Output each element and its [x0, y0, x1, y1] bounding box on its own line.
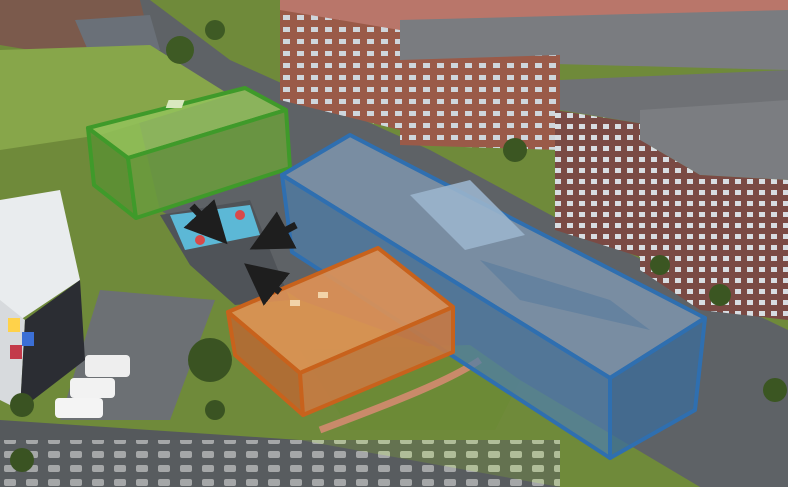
court-marking: [235, 210, 245, 220]
dark-brick-facade: [700, 175, 788, 320]
tree: [763, 378, 787, 402]
parking-cars: [0, 440, 560, 487]
arrow-from-blue-building: [249, 211, 298, 250]
tree: [10, 448, 34, 472]
tree: [10, 393, 34, 417]
tree: [650, 255, 670, 275]
green-building-overlay: [86, 86, 292, 220]
facade-panel: [10, 345, 22, 359]
arrow-from-orange-building: [244, 263, 290, 306]
white-building-glass: [20, 280, 85, 410]
ambulance: [55, 398, 103, 418]
white-building-roof: [0, 190, 80, 320]
white-van: [70, 378, 115, 398]
white-van: [85, 355, 130, 377]
brick-building-facade: [280, 10, 400, 130]
tree: [709, 284, 731, 306]
tree: [205, 400, 225, 420]
tree: [205, 20, 225, 40]
brick-building-roof: [400, 10, 788, 70]
facade-panel: [8, 318, 20, 332]
brick-building-facade: [400, 55, 560, 150]
building-top-left-roof: [75, 15, 160, 55]
orange-building-overlay: [226, 246, 455, 417]
tree: [166, 36, 194, 64]
court-marking: [195, 235, 205, 245]
arrow-from-green-building: [183, 199, 228, 245]
dark-roof-right: [640, 100, 788, 180]
lawn: [0, 45, 230, 150]
tree-cluster: [188, 338, 232, 382]
facade-panel: [22, 332, 34, 346]
tree: [503, 138, 527, 162]
dark-brick-facade: [555, 110, 650, 260]
